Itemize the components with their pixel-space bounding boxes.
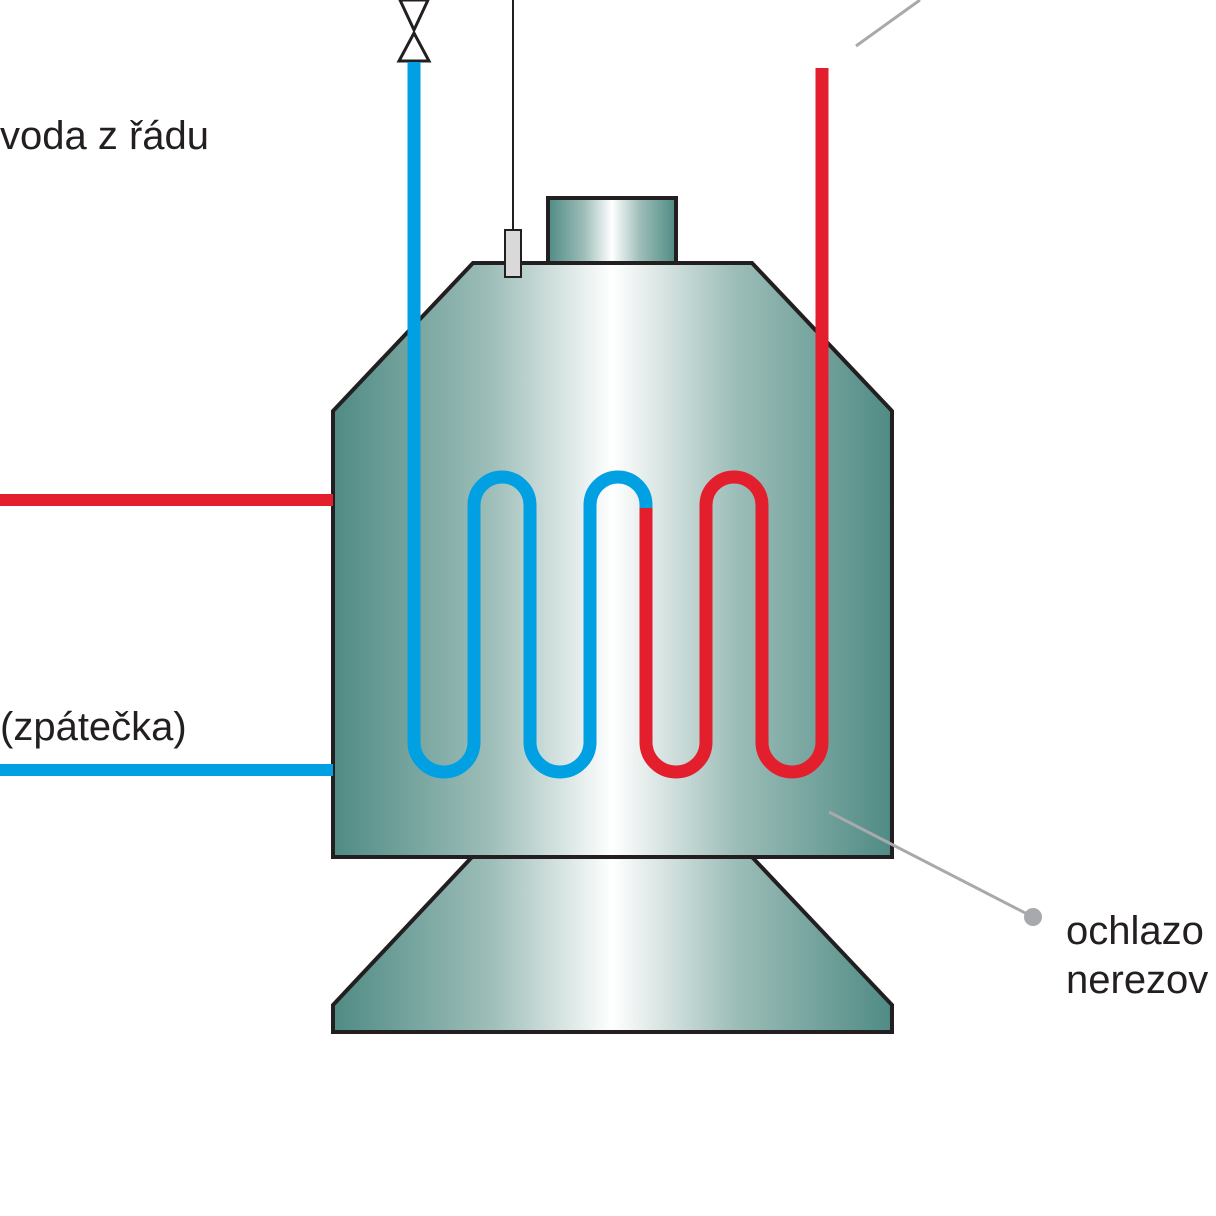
tank-note-line1: ochlazo [1066,909,1204,953]
leader-line-tank [828,810,1034,919]
hot-water-coil [639,68,829,779]
tank-neck [546,196,678,266]
cold-water-coil [407,62,653,779]
tank-note-line2: nerezov [1066,958,1209,1002]
cold-water-supply-label: voda z řádu [0,114,210,158]
valve-icon [396,0,432,63]
temperature-sensor [504,229,522,278]
leader-dot [1024,908,1042,926]
return-line-label: (zpátečka) [0,705,187,749]
leader-line-top [855,0,921,48]
tank-base [331,855,894,1034]
